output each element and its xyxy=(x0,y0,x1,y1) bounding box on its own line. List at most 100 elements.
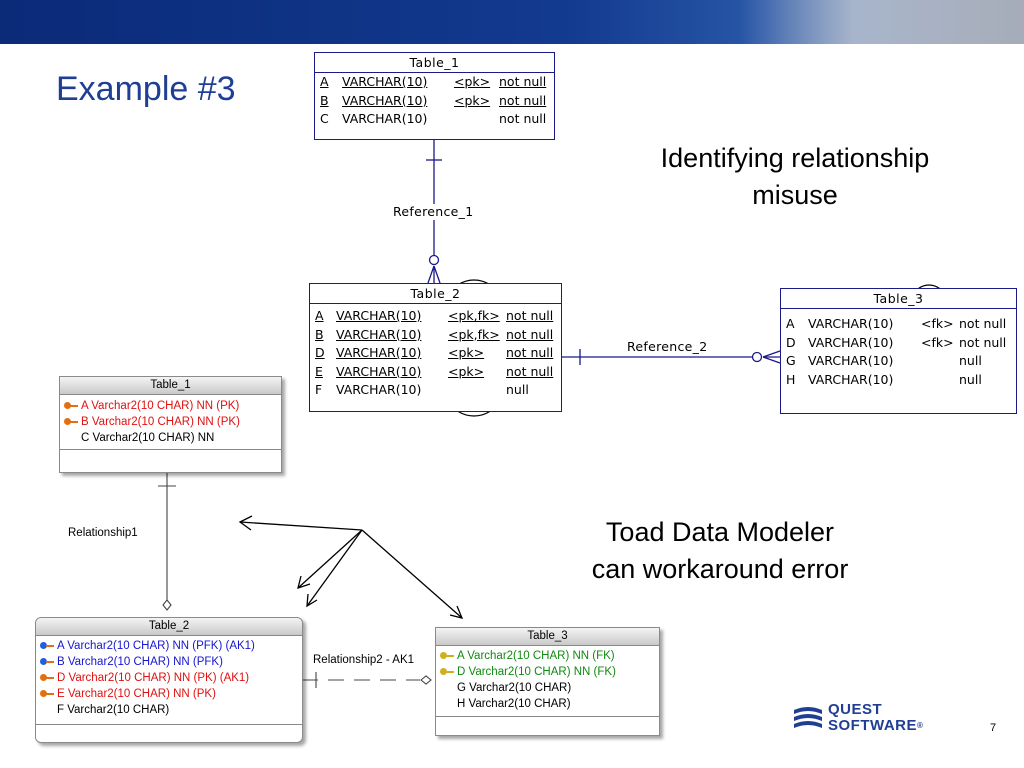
er-upper-table1-row: C VARCHAR(10) not null xyxy=(315,110,554,129)
toad-table2-row: E Varchar2(10 CHAR) NN (PK) xyxy=(36,686,302,702)
primary-key-icon xyxy=(40,689,54,698)
er-upper-table3[interactable]: Table_3 A VARCHAR(10) <fk> not null D VA… xyxy=(780,288,1017,414)
logo-line2: SOFTWARE xyxy=(828,717,917,734)
er-upper-table2-title: Table_2 xyxy=(310,284,561,304)
column-type: VARCHAR(10) xyxy=(336,326,422,342)
toad-table2-footer xyxy=(36,724,302,725)
toad-table1-row: B Varchar2(10 CHAR) NN (PK) xyxy=(60,414,281,430)
er-upper-table3-title: Table_3 xyxy=(781,289,1016,309)
column-text: D Varchar2(10 CHAR) NN (PK) (AK1) xyxy=(57,672,250,684)
column-key: <pk> xyxy=(454,74,491,89)
column-key: <pk> xyxy=(448,345,485,360)
toad-table2-title: Table_2 xyxy=(36,618,302,636)
toad-table2-row: D Varchar2(10 CHAR) NN (PK) (AK1) xyxy=(36,670,302,686)
header-banner xyxy=(0,0,1024,44)
slide-title: Example #3 xyxy=(56,70,236,108)
toad-table3-footer xyxy=(436,716,659,717)
relationship2-diamond xyxy=(420,675,432,685)
relationship1-diamond xyxy=(162,599,172,611)
er-upper-table3-row: H VARCHAR(10) null xyxy=(781,371,1016,390)
reference2-crowfoot-bottom xyxy=(762,356,781,364)
column-name: G xyxy=(786,353,796,368)
reference2-zero-circle xyxy=(751,351,763,363)
column-name: A xyxy=(315,308,324,323)
toad-table3-row: G Varchar2(10 CHAR) xyxy=(436,680,659,696)
arrow-to-table2-b xyxy=(306,529,363,607)
column-null: not null xyxy=(506,326,554,342)
er-upper-table1-row: A VARCHAR(10) <pk> not null xyxy=(315,73,554,92)
column-text: H Varchar2(10 CHAR) xyxy=(457,698,571,710)
foreign-key-icon xyxy=(440,651,454,660)
er-upper-table1-title: Table_1 xyxy=(315,53,554,73)
column-type: VARCHAR(10) xyxy=(336,308,422,323)
caption-top-line1: Identifying relationship xyxy=(660,143,930,173)
column-type: VARCHAR(10) xyxy=(336,382,422,397)
column-null: not null xyxy=(506,363,554,379)
column-null: null xyxy=(959,371,982,387)
reference1-label: Reference_1 xyxy=(393,204,474,219)
column-text: B Varchar2(10 CHAR) NN (PFK) xyxy=(57,656,223,668)
er-upper-table2[interactable]: Table_2 A VARCHAR(10) <pk,fk> not null B… xyxy=(309,283,562,412)
column-name: D xyxy=(315,345,325,360)
arrow-to-table2-a xyxy=(297,529,363,589)
arrowhead-table3 xyxy=(449,605,464,619)
column-text: A Varchar2(10 CHAR) NN (FK) xyxy=(457,650,615,662)
toad-table3-title: Table_3 xyxy=(436,628,659,646)
column-null: not null xyxy=(499,74,547,89)
primary-foreign-key-icon xyxy=(40,641,54,650)
column-text: C Varchar2(10 CHAR) NN xyxy=(81,432,215,444)
column-key: <pk> xyxy=(454,92,491,108)
toad-table2-row: A Varchar2(10 CHAR) NN (PFK) (AK1) xyxy=(36,638,302,654)
column-name: H xyxy=(786,371,796,387)
column-name: E xyxy=(315,363,323,379)
column-name: B xyxy=(320,92,329,108)
er-upper-table2-row: D VARCHAR(10) <pk> not null xyxy=(310,344,561,363)
er-upper-table1-row: B VARCHAR(10) <pk> not null xyxy=(315,92,554,111)
column-name: A xyxy=(786,316,795,331)
arrow-to-table3 xyxy=(361,529,463,619)
column-type: VARCHAR(10) xyxy=(342,111,428,126)
column-name: A xyxy=(320,74,329,89)
reference1-crowfoot-right xyxy=(433,265,441,284)
toad-table1-row: C Varchar2(10 CHAR) NN xyxy=(60,430,281,446)
er-upper-table3-row: G VARCHAR(10) null xyxy=(781,352,1016,371)
column-type: VARCHAR(10) xyxy=(336,345,422,360)
column-key: <pk,fk> xyxy=(448,308,500,323)
er-upper-table1[interactable]: Table_1 A VARCHAR(10) <pk> not null B VA… xyxy=(314,52,555,140)
column-null: not null xyxy=(506,345,554,360)
column-name: B xyxy=(315,326,324,342)
column-name: D xyxy=(786,334,796,350)
column-type: VARCHAR(10) xyxy=(342,74,428,89)
column-null: null xyxy=(959,353,982,368)
toad-table3[interactable]: Table_3 A Varchar2(10 CHAR) NN (FK) D Va… xyxy=(435,627,660,736)
column-null: not null xyxy=(959,334,1007,350)
er-upper-table2-row: A VARCHAR(10) <pk,fk> not null xyxy=(310,307,561,326)
toad-table3-row: D Varchar2(10 CHAR) NN (FK) xyxy=(436,664,659,680)
toad-table3-row: H Varchar2(10 CHAR) xyxy=(436,696,659,712)
primary-key-icon xyxy=(40,673,54,682)
banner-photo-strip xyxy=(740,0,1024,44)
er-upper-table2-row: F VARCHAR(10) null xyxy=(310,381,561,400)
er-upper-table3-row: D VARCHAR(10) <fk> not null xyxy=(781,334,1016,353)
column-key: <fk> xyxy=(921,334,954,350)
column-text: A Varchar2(10 CHAR) NN (PFK) (AK1) xyxy=(57,640,255,652)
column-type: VARCHAR(10) xyxy=(808,334,894,350)
primary-foreign-key-icon xyxy=(40,657,54,666)
quest-software-logo: QUEST SOFTWARE® xyxy=(792,700,972,740)
caption-top-line2: misuse xyxy=(752,180,838,210)
foreign-key-icon xyxy=(440,667,454,676)
toad-table1[interactable]: Table_1 A Varchar2(10 CHAR) NN (PK) B Va… xyxy=(59,376,282,473)
er-upper-table2-row: B VARCHAR(10) <pk,fk> not null xyxy=(310,326,561,345)
column-null: null xyxy=(506,382,529,397)
annotation-arrows xyxy=(238,515,464,619)
caption-identifying-relationship: Identifying relationship misuse xyxy=(600,140,990,214)
reference2-crowfoot-top xyxy=(762,350,781,358)
toad-table2[interactable]: Table_2 A Varchar2(10 CHAR) NN (PFK) (AK… xyxy=(35,617,303,743)
caption-bottom-line1: Toad Data Modeler xyxy=(605,517,835,547)
quest-logo-text: QUEST SOFTWARE® xyxy=(828,702,923,734)
toad-table3-row: A Varchar2(10 CHAR) NN (FK) xyxy=(436,648,659,664)
column-name: F xyxy=(315,382,323,397)
column-key: <pk,fk> xyxy=(448,326,500,342)
column-name: C xyxy=(320,111,329,126)
